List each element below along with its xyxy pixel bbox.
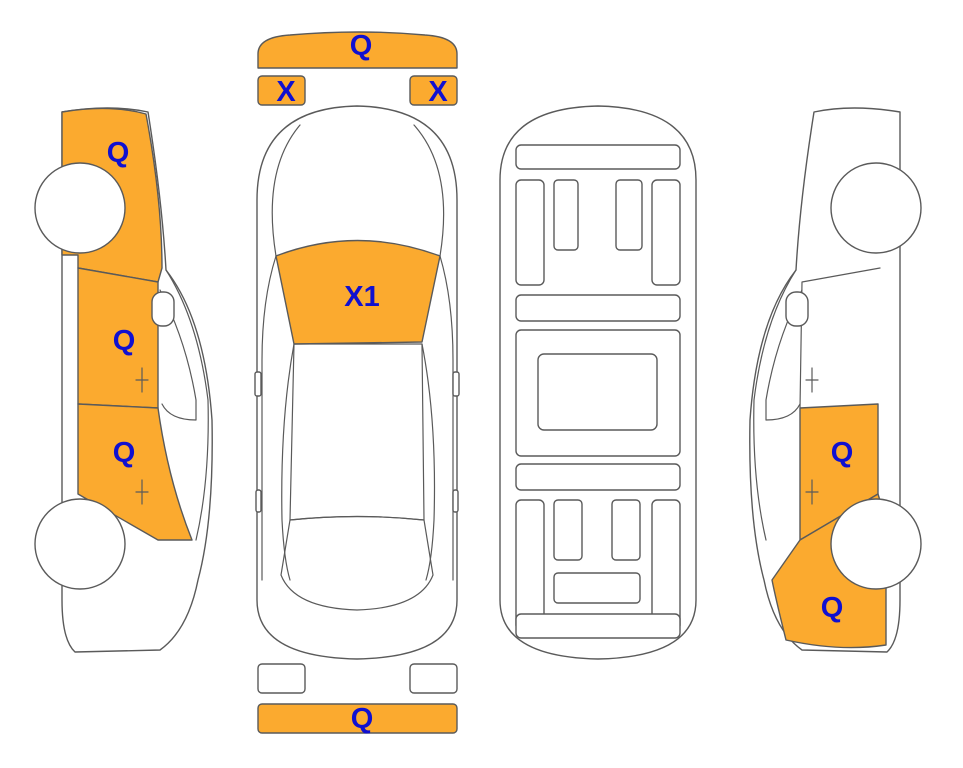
rear-right-seat-outer xyxy=(651,499,681,631)
rear-left-seat-outer xyxy=(515,499,545,631)
car-top-body xyxy=(256,105,458,660)
front-left-seat-inner xyxy=(553,179,579,251)
front-left-light-code: X xyxy=(276,76,296,108)
right-rear-handle xyxy=(805,479,819,505)
mid-bar-2 xyxy=(515,463,681,491)
rear-right-light[interactable] xyxy=(409,663,458,694)
mid-bar-1 xyxy=(515,294,681,322)
left-front-handle xyxy=(135,367,149,393)
car-interior-view xyxy=(499,105,697,660)
right-front-handle xyxy=(805,367,819,393)
right-handle xyxy=(452,489,459,513)
rear-window xyxy=(280,515,434,611)
left-handle xyxy=(255,489,262,513)
car-top-view: X1 xyxy=(254,105,460,660)
windshield-code: X1 xyxy=(344,281,379,313)
left-rear-wheel xyxy=(34,498,126,590)
front-right-seat-inner xyxy=(615,179,643,251)
right-door-seam xyxy=(799,267,881,409)
front-right-light-code: X xyxy=(428,76,448,108)
rear-bumper-code: Q xyxy=(351,703,374,735)
front-right-seat-outer xyxy=(651,179,681,286)
rear-left-light[interactable] xyxy=(257,663,306,694)
left-a-pillar-inner xyxy=(281,343,295,581)
front-bumper-panel[interactable] xyxy=(257,31,458,69)
right-side-window xyxy=(753,269,797,541)
right-rear-door-code: Q xyxy=(831,437,854,469)
front-bumper-code: Q xyxy=(350,30,373,62)
rear-bumper-panel[interactable] xyxy=(257,703,458,734)
left-rear-handle xyxy=(135,479,149,505)
right-mirror xyxy=(452,371,460,397)
center-console xyxy=(537,353,658,431)
left-front-fender-code: Q xyxy=(107,137,130,169)
front-left-light-panel[interactable] xyxy=(257,75,306,106)
right-mirror-side xyxy=(785,291,809,327)
rear-parts: Q xyxy=(257,663,458,735)
front-parts: Q X X xyxy=(257,30,458,108)
left-mirror xyxy=(254,371,262,397)
left-mirror-side xyxy=(151,291,175,327)
right-a-pillar-line xyxy=(439,255,454,581)
hood-line-right xyxy=(413,124,445,257)
dash-panel xyxy=(515,144,681,170)
left-rear-door-panel[interactable] xyxy=(77,403,193,541)
left-front-wheel xyxy=(34,162,126,254)
rear-left-seat-inner xyxy=(553,499,583,561)
rear-bench xyxy=(553,572,641,604)
rear-right-seat-inner xyxy=(611,499,641,561)
left-a-pillar-line xyxy=(261,255,277,581)
right-rear-wheel xyxy=(830,498,922,590)
front-right-light-panel[interactable] xyxy=(409,75,458,106)
trunk-bar xyxy=(515,613,681,639)
right-front-wheel xyxy=(830,162,922,254)
right-rear-quarter-code: Q xyxy=(821,592,844,624)
left-front-door-code: Q xyxy=(113,325,136,357)
hood-line-left xyxy=(271,124,301,257)
car-left-side-view: Q Q Q xyxy=(34,107,213,653)
left-side-window xyxy=(165,269,209,541)
car-right-side-view: Q Q xyxy=(749,107,922,653)
left-rear-door-code: Q xyxy=(113,437,136,469)
front-left-seat-outer xyxy=(515,179,545,286)
